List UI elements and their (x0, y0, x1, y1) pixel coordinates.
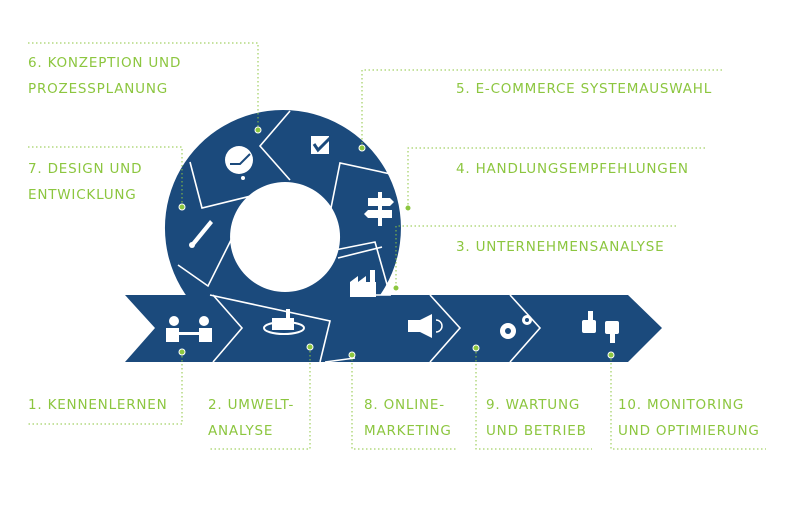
label-line: 3. UNTERNEHMENSANALYSE (456, 239, 665, 255)
handshake-icon (166, 316, 212, 342)
label-line: ANALYSE (208, 423, 274, 439)
factory-icon (350, 270, 376, 297)
label-line: UND BETRIEB (486, 423, 587, 439)
step-6-label: 6. KONZEPTION UND PROZESSPLANUNG (28, 50, 181, 102)
label-line: 9. WARTUNG (486, 397, 581, 413)
arrow-band (125, 295, 662, 362)
label-line: 2. UMWELT- (208, 397, 295, 413)
label-line: 10. MONITORING (618, 397, 745, 413)
signpost-icon (364, 192, 394, 226)
step-8-label: 8. ONLINE- MARKETING (364, 392, 452, 444)
megaphone-icon (408, 314, 443, 338)
brush-icon (189, 220, 213, 248)
label-line: MARKETING (364, 423, 452, 439)
palette-icon (225, 146, 253, 180)
label-line: ENTWICKLUNG (28, 187, 137, 203)
segment-separators (177, 110, 542, 363)
step-10-label: 10. MONITORING UND OPTIMIERUNG (618, 392, 760, 444)
step-7-label: 7. DESIGN UND ENTWICKLUNG (28, 156, 142, 208)
step-2-label: 2. UMWELT- ANALYSE (208, 392, 294, 444)
step-9-label: 9. WARTUNG UND BETRIEB (486, 392, 587, 444)
label-line: UND OPTIMIERUNG (618, 423, 760, 439)
step-4-label: 4. HANDLUNGSEMPFEHLUNGEN (456, 156, 689, 182)
label-line: 1. KENNENLERNEN (28, 397, 168, 413)
leader-lines (28, 42, 766, 450)
label-line: 4. HANDLUNGSEMPFEHLUNGEN (456, 161, 689, 177)
factory-cycle-icon (263, 309, 305, 335)
label-line: PROZESSPLANUNG (28, 81, 169, 97)
gears-icon (500, 315, 532, 339)
label-line: 6. KONZEPTION UND (28, 55, 182, 71)
label-line: 7. DESIGN UND (28, 161, 143, 177)
step-5-label: 5. E-COMMERCE SYSTEMAUSWAHL (456, 76, 712, 102)
label-line: 5. E-COMMERCE SYSTEMAUSWAHL (456, 81, 713, 97)
step-1-label: 1. KENNENLERNEN (28, 392, 168, 418)
label-line: 8. ONLINE- (364, 397, 445, 413)
ring (164, 110, 401, 346)
checkbox-icon (311, 134, 334, 154)
step-3-label: 3. UNTERNEHMENSANALYSE (456, 234, 664, 260)
leader-dots (178, 126, 615, 359)
thumbs-icon (582, 311, 619, 343)
